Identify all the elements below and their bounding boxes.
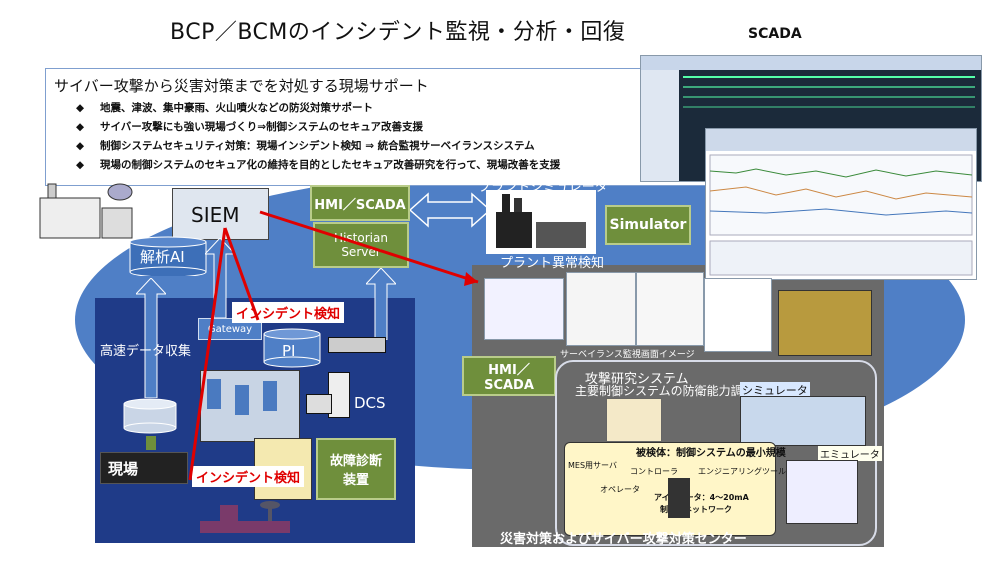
operator-label: オペレータ — [600, 485, 640, 494]
mes-label: MES用サーバ — [568, 461, 617, 470]
attack-research-label: 攻撃研究システム — [585, 372, 689, 387]
simulator-box: Simulator — [605, 205, 691, 245]
scada-label: SCADA — [748, 26, 802, 42]
siem-label: SIEM — [191, 203, 240, 227]
diamond-icon: ◆ — [76, 121, 85, 133]
fault-diagnosis-box: 故障診断 装置 — [316, 438, 396, 500]
surveillance-screen-1 — [484, 278, 564, 340]
field-device-icon — [100, 452, 188, 484]
surveillance-screen-2 — [566, 272, 636, 346]
small-green-arrow — [146, 436, 156, 450]
factory-icon — [39, 183, 133, 239]
plant-anomaly-label: プラント異常検知 — [500, 256, 605, 271]
historian-up-arrow — [366, 268, 396, 340]
pipe-valve-icon — [200, 501, 290, 533]
surveillance-screen-3 — [636, 272, 704, 346]
controller-cabinet-icon — [668, 478, 690, 518]
siem-box: SIEM — [172, 188, 269, 240]
hmi-scada-right-box: HMI／SCADA — [462, 356, 556, 396]
diamond-icon: ◆ — [76, 159, 85, 171]
pi-cylinder — [263, 328, 321, 368]
operator-photo — [778, 290, 872, 356]
simulator-screens — [740, 396, 866, 446]
hmi-scada-top-box: HMI／SCADA — [310, 185, 410, 221]
data-collection-arrow — [136, 278, 166, 398]
diamond-icon: ◆ — [76, 102, 85, 114]
scada-screenshot-trend — [705, 128, 977, 280]
data-store-cylinder — [123, 398, 177, 434]
emulator-label: エミュレータ — [818, 446, 882, 461]
engineering-tool-label: エンジニアリングツール — [698, 467, 786, 476]
terminal-icon — [306, 394, 332, 414]
analysis-ai-cylinder — [129, 236, 207, 276]
support-heading: サイバー攻撃から災害対策までを対処する現場サポート — [54, 77, 429, 95]
diamond-icon: ◆ — [76, 140, 85, 152]
simulator-jp-label: シミュレータ — [740, 382, 810, 398]
analysis-ai-label: 解析AI — [140, 248, 185, 266]
server-icon — [328, 337, 386, 353]
controller-label: コントローラ — [630, 467, 678, 476]
control-network-label: 制御用ネットワーク — [660, 505, 732, 514]
test-subject-label: 被検体：制御システムの最小規模 — [636, 448, 786, 459]
surveillance-caption: サーベイランス監視画面イメージ — [560, 350, 695, 360]
surveillance-map — [704, 278, 772, 352]
defense-survey-label: 主要制御システムの防衛能力調査 — [575, 384, 755, 398]
center-label: 災害対策およびサイバー攻撃対策センター — [500, 532, 747, 547]
researcher-icon — [606, 398, 662, 442]
emulator-screen — [786, 460, 858, 524]
field-label: 現場 — [108, 460, 139, 478]
page-title: BCP／BCMのインシデント監視・分析・回復 — [170, 20, 626, 45]
dcs-screen-image — [200, 370, 300, 442]
support-item: ◆地震、津波、集中豪雨、火山噴火などの防災対策サポート — [76, 99, 560, 118]
support-item: ◆サイバー攻撃にも強い現場づくり⇒制御システムのセキュア改善支援 — [76, 118, 560, 137]
high-speed-data-label: 高速データ収集 — [100, 344, 192, 359]
incident-detection-label-2: インシデント検知 — [192, 466, 305, 487]
dcs-label: DCS — [354, 394, 386, 412]
support-item: ◆現場の制御システムのセキュア化の維持を目的としたセキュア改善研究を行って、現場… — [76, 156, 560, 175]
plant-simulator-icon — [486, 190, 596, 254]
support-item: ◆制御システムセキュリティ対策：現場インシデント検知 ⇒ 統合監視サーベイランス… — [76, 137, 560, 156]
support-list: ◆地震、津波、集中豪雨、火山噴火などの防災対策サポート ◆サイバー攻撃にも強い現… — [76, 99, 560, 175]
pi-label: PI — [282, 342, 296, 360]
incident-detection-label-1: インシデント検知 — [232, 302, 345, 323]
bidirectional-arrow — [410, 192, 490, 228]
isolator-label: アイソレータ：4～20mA — [654, 493, 749, 502]
gateway-box: Gateway — [198, 318, 262, 340]
